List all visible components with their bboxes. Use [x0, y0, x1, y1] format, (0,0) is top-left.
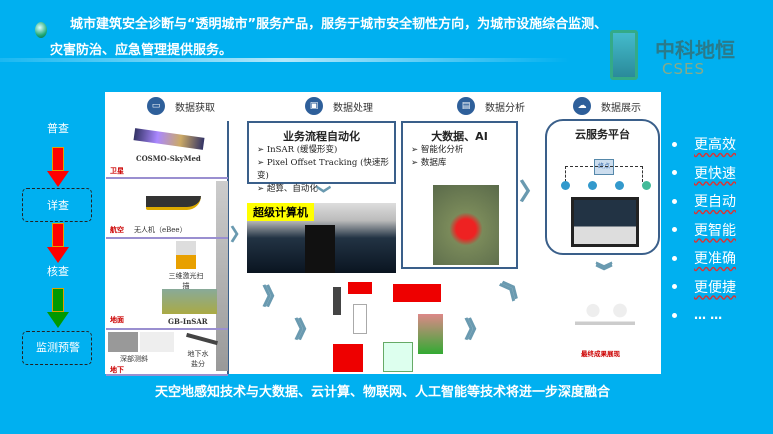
folder-icon: ▭: [147, 97, 165, 115]
processing-box: 业务流程自动化 ➢ InSAR (缓慢形变) ➢ Pixel Offset Tr…: [247, 121, 396, 194]
decorative-streak: [0, 58, 570, 62]
satellite-label: 卫星: [110, 167, 124, 175]
chevron-icon: 》: [294, 318, 318, 343]
node-row: [561, 181, 651, 190]
step-verification: 核查: [47, 265, 69, 278]
chevron-icon: 》: [464, 318, 488, 343]
benefit-item: 更智能: [672, 216, 736, 245]
sensor-image: [140, 332, 174, 352]
underground-label: 地下: [110, 366, 124, 374]
people-at-desk-image: [575, 297, 635, 342]
chevron-icon: 》: [499, 270, 533, 305]
benefits-list: 更高效 更快速 更自动 更智能 更准确 更便捷 … …: [672, 130, 736, 330]
analysis-item: ➢ 智能化分析: [411, 145, 464, 155]
company-logo: 中科地恒 CSES: [600, 22, 770, 92]
web-platform-monitor-image: [571, 197, 639, 247]
final-result-label: 最终成果展现: [581, 350, 620, 358]
footer-text: 天空地感知技术与大数据、云计算、物联网、人工智能等技术将进一步深度融合: [155, 385, 611, 400]
inclinometer-image: [108, 332, 138, 352]
benefit-item: 更准确: [672, 244, 736, 273]
gbinsar-image: [162, 289, 217, 314]
arrow-down-icon: [47, 147, 69, 189]
header-analysis: ▤ 数据分析: [457, 97, 525, 115]
header-label: 数据获取: [175, 102, 215, 114]
building-logo-icon: [610, 30, 638, 80]
cloud-upload-icon: ☁: [573, 97, 591, 115]
step-box-monitoring: [22, 331, 92, 365]
intro-text: 城市建筑安全诊断与“透明城市”服务产品，服务于城市安全韧性方向，为城市设施综合监…: [50, 17, 608, 58]
step-monitoring-warning: 监测预警: [36, 341, 80, 354]
double-chevron-down-icon: 》: [594, 261, 614, 279]
processing-item: ➢ InSAR (缓慢形变): [257, 145, 338, 155]
workflow-panel: ▭ 数据获取 ▣ 数据处理 ▤ 数据分析 ☁ 数据展示 COSMO-SkyMed 卫星 …: [105, 92, 661, 376]
uav-label: 无人机（eBee）: [134, 226, 187, 234]
benefit-item: 更快速: [672, 159, 736, 188]
cloud-platform-box: 云服务平台 终点: [545, 119, 660, 255]
arrow-right-icon: 〉: [519, 180, 543, 205]
logo-cn: 中科地恒: [655, 38, 735, 62]
processing-item: ➢ 超算、自动化: [257, 184, 318, 194]
laser-scanner-image: [176, 241, 196, 269]
air-label: 航空: [110, 226, 124, 234]
chevron-icon: 》: [262, 285, 286, 310]
gbinsar-label: GB-InSAR: [168, 317, 208, 326]
network-lines: [565, 166, 643, 182]
processing-title: 业务流程自动化: [283, 130, 360, 143]
chevron-down-icon: 〉: [314, 186, 331, 201]
arrow-down-green-icon: [47, 288, 69, 330]
processing-item: ➢ Pixel Offset Tracking (快速形变): [257, 158, 389, 181]
header-processing: ▣ 数据处理: [305, 97, 373, 115]
header-display: ☁ 数据展示: [573, 97, 641, 115]
supercomputer-label: 超级计算机: [247, 203, 314, 221]
supercomputer-image: 超级计算机: [247, 203, 396, 273]
divider: [106, 177, 228, 179]
header-acquisition: ▭ 数据获取: [147, 97, 215, 115]
benefit-item: 更自动: [672, 187, 736, 216]
benefit-item: 更高效: [672, 130, 736, 159]
server-tower: [305, 225, 335, 273]
bullet-orb-icon: [35, 22, 47, 38]
step-general-survey: 普查: [47, 122, 69, 135]
probe-image: [186, 332, 218, 346]
divider: [106, 237, 228, 239]
monitor-tools-icon: ▣: [305, 97, 323, 115]
acquisition-column: COSMO-SkyMed 卫星 航空 无人机（eBee） 三维激光扫描 地面 G…: [106, 121, 229, 376]
uav-image: [146, 196, 201, 210]
arrow-right-icon: 〉: [230, 225, 248, 244]
groundwater-label: 地下水盐分: [187, 350, 209, 368]
logo-en: CSES: [662, 60, 705, 78]
analysis-title: 大数据、AI: [431, 130, 488, 143]
display-title: 云服务平台: [575, 128, 630, 141]
satellite-image: [133, 128, 205, 150]
incline-label: 深部测斜: [120, 355, 148, 363]
step-detailed-survey: 详查: [47, 199, 69, 212]
divider: [106, 328, 228, 330]
satellite-name: COSMO-SkyMed: [136, 154, 201, 163]
header-label: 数据展示: [601, 102, 641, 114]
benefit-item: 更便捷: [672, 273, 736, 302]
step-box-detailed: [22, 188, 92, 222]
header-label: 数据分析: [485, 102, 525, 114]
workflow-diagram-image: [333, 282, 451, 374]
analysis-item: ➢ 数据库: [411, 158, 447, 168]
map-strip-image: [216, 181, 228, 371]
header-label: 数据处理: [333, 102, 373, 114]
ground-label: 地面: [110, 316, 124, 324]
benefit-item: … …: [672, 301, 736, 330]
divider: [106, 374, 228, 376]
arrow-down-icon: [47, 223, 69, 265]
computer-icon: ▤: [457, 97, 475, 115]
deformation-map-image: [433, 185, 499, 265]
laser-label: 三维激光扫描: [168, 272, 204, 290]
analysis-box: 大数据、AI ➢ 智能化分析 ➢ 数据库: [401, 121, 518, 269]
